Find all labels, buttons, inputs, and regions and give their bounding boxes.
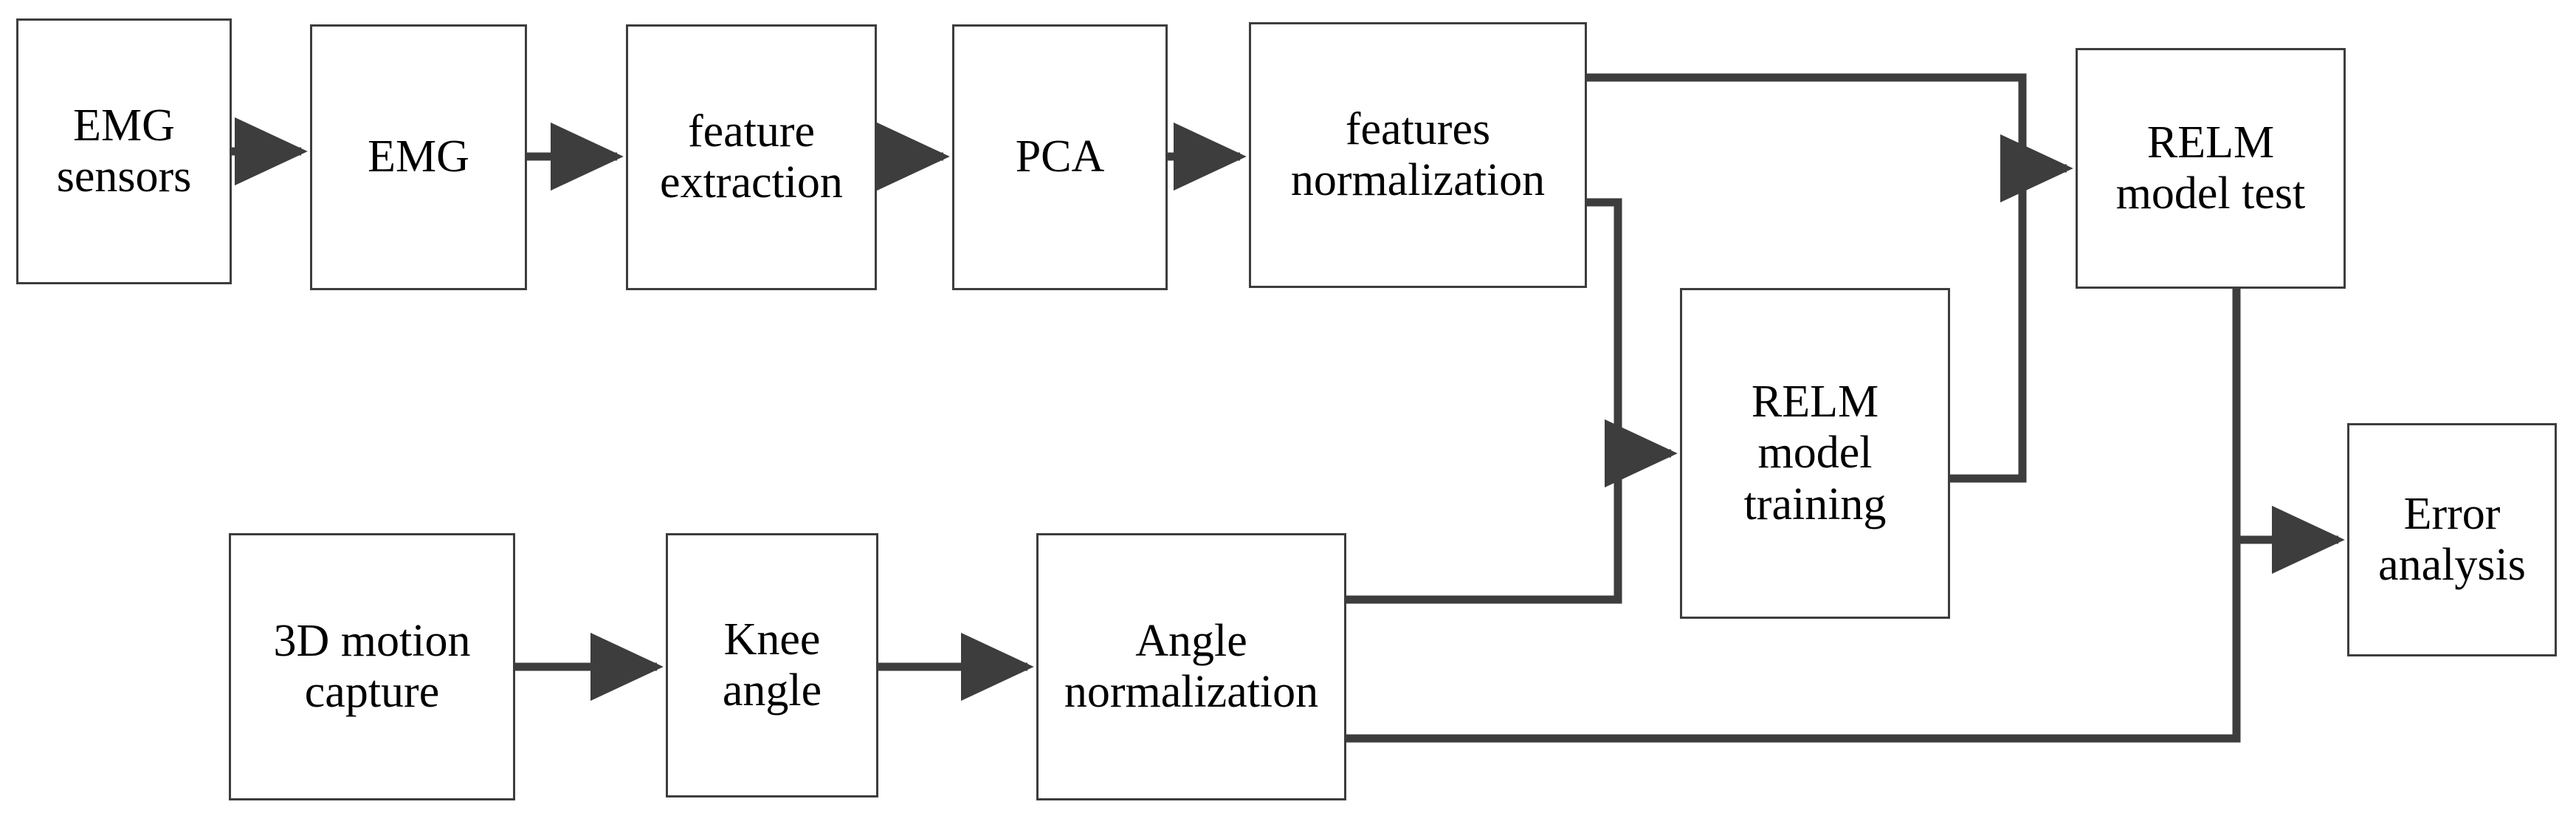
node-label-line: features [1345,103,1491,154]
node-label-line: feature [687,106,816,157]
node-label-line: analysis [2378,540,2526,590]
edge-anglenorm-to-error [1346,540,2241,743]
node-label-line: Knee [723,614,821,665]
node-label-line: normalization [1064,667,1319,717]
node-label-line: model [1757,428,1873,478]
node-label-line: extraction [660,157,843,207]
node-label-line: training [1743,478,1887,529]
node-label-line: angle [722,665,822,716]
node-emg[interactable]: EMG [310,24,527,290]
node-label-line: PCA [1015,131,1105,182]
node-label-line: capture [304,667,440,717]
node-label-line: normalization [1290,155,1546,205]
node-label-line: Error [2403,488,2501,539]
edge-training-to-test [1950,168,2027,483]
node-label-line: Angle [1135,615,1247,666]
node-label-line: EMG [368,131,469,182]
node-label-line: 3D motion [273,615,471,666]
edge-anglenorm-to-training [1346,449,1671,604]
node-label-line: EMG [73,100,175,151]
node-label-line: model test [2115,168,2306,219]
node-label-line: RELM [1751,376,1879,427]
edge-test-to-error [2232,289,2345,574]
edge-featnorm-to-test [1587,73,2073,203]
node-pca[interactable]: PCA [952,24,1168,290]
node-label-line: sensors [56,151,192,202]
node-label-line: RELM [2146,117,2275,168]
edge-featnorm-to-training [1587,198,1678,488]
